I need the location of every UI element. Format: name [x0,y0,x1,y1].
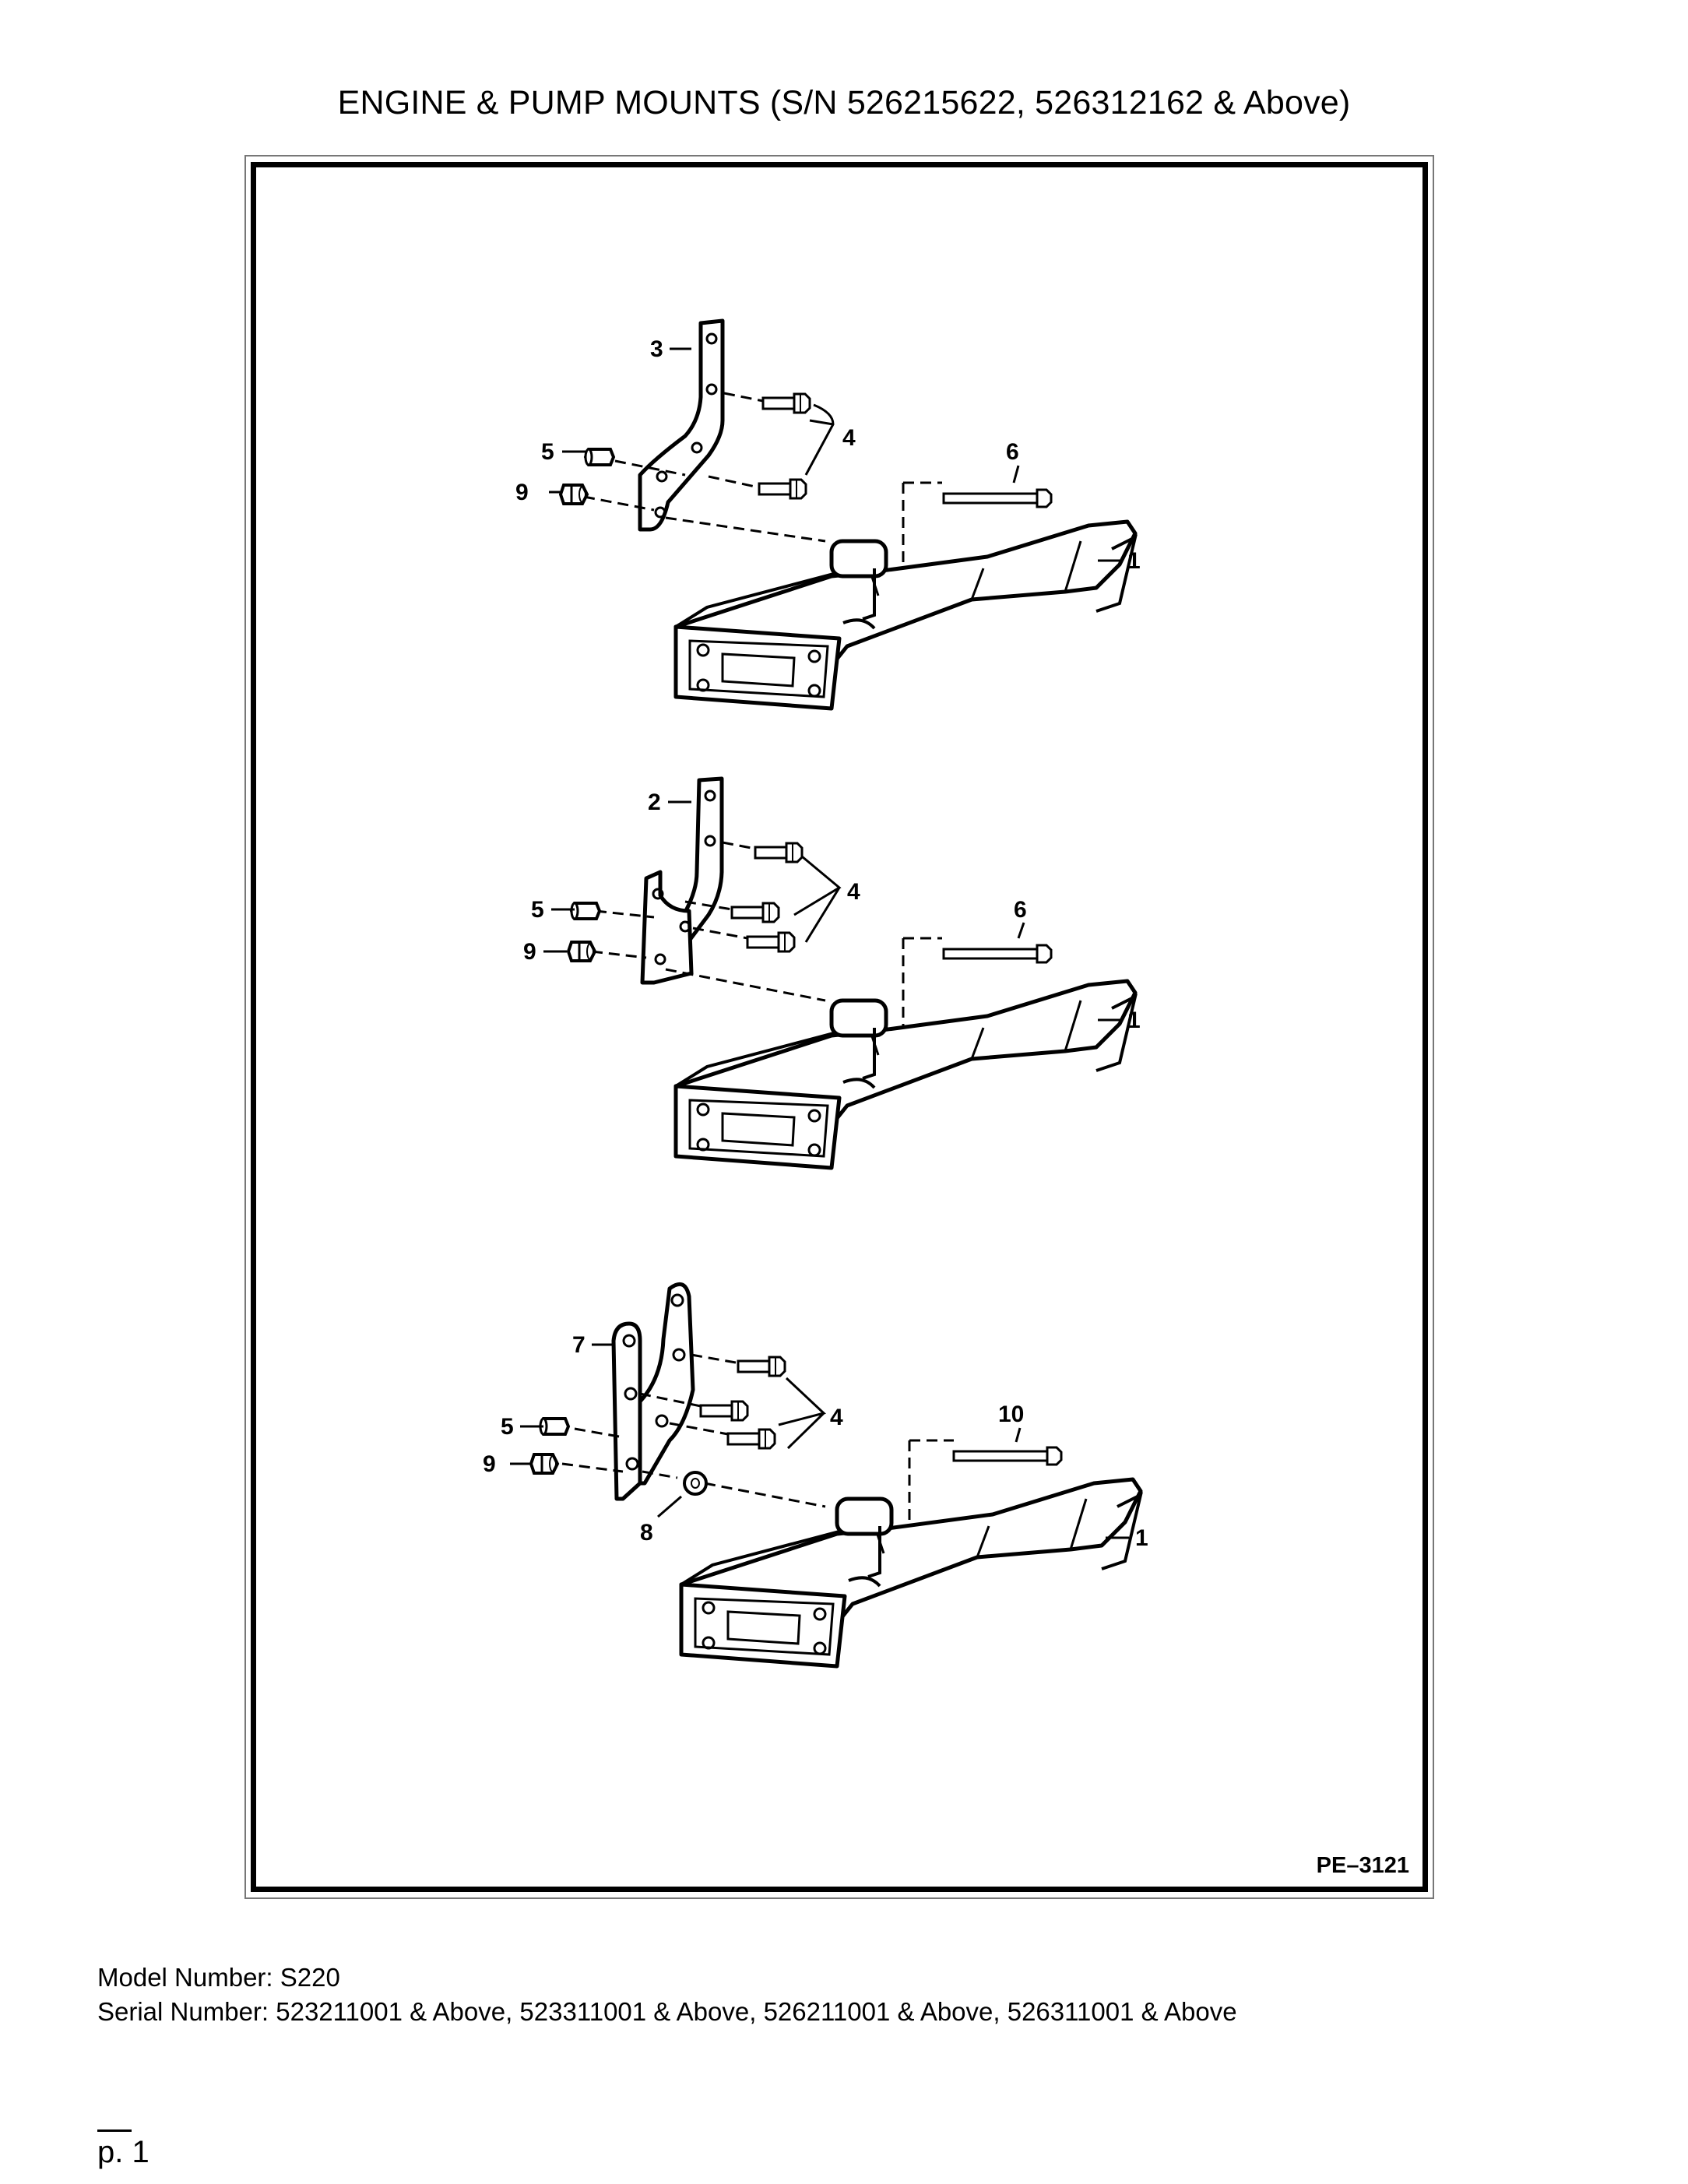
bracket-2-plate [640,870,694,985]
callout-5: 5 [531,897,544,923]
callout-6: 6 [1006,439,1019,465]
callout-9: 9 [523,939,536,965]
callout-1: 1 [1135,1525,1148,1551]
callout-4: 4 [842,425,856,451]
figure-code: PE–3121 [1316,1853,1409,1878]
callout-9: 9 [483,1451,496,1477]
callout-1: 1 [1127,548,1141,574]
callout-9: 9 [515,480,529,505]
serial-number: Serial Number: 523211001 & Above, 523311… [97,1997,1237,2026]
assembly-2: 2 5 9 4 6 1 [523,776,1141,1168]
washer-8 [683,1471,708,1496]
model-info: Model Number: S220 Serial Number: 523211… [97,1961,1237,2029]
callout-4: 4 [847,879,860,905]
callout-1: 1 [1127,1008,1141,1033]
callout-3: 3 [650,336,663,362]
callout-2: 2 [648,790,661,815]
callout-10: 10 [998,1401,1024,1427]
page-title: ENGINE & PUMP MOUNTS (S/N 526215622, 526… [337,84,1351,121]
model-number: Model Number: S220 [97,1963,340,1992]
callout-4: 4 [830,1405,843,1430]
bracket-7-plate [611,1321,642,1501]
bracket-2 [681,776,724,948]
page-rule [97,2129,132,2132]
callout-8: 8 [640,1520,653,1546]
callout-5: 5 [541,439,554,465]
callout-5: 5 [501,1414,514,1440]
illustration-frame-outer [244,155,1434,1899]
page-number: p. 1 [97,2135,149,2169]
callout-7: 7 [572,1332,586,1358]
bracket-7 [636,1282,695,1486]
illustration-frame [251,162,1428,1892]
bracket-3 [638,318,725,532]
assembly-3: 7 5 9 4 10 8 1 [483,1282,1148,1666]
assembly-1: 3 5 9 4 6 1 [515,318,1141,709]
callout-6: 6 [1014,897,1027,923]
